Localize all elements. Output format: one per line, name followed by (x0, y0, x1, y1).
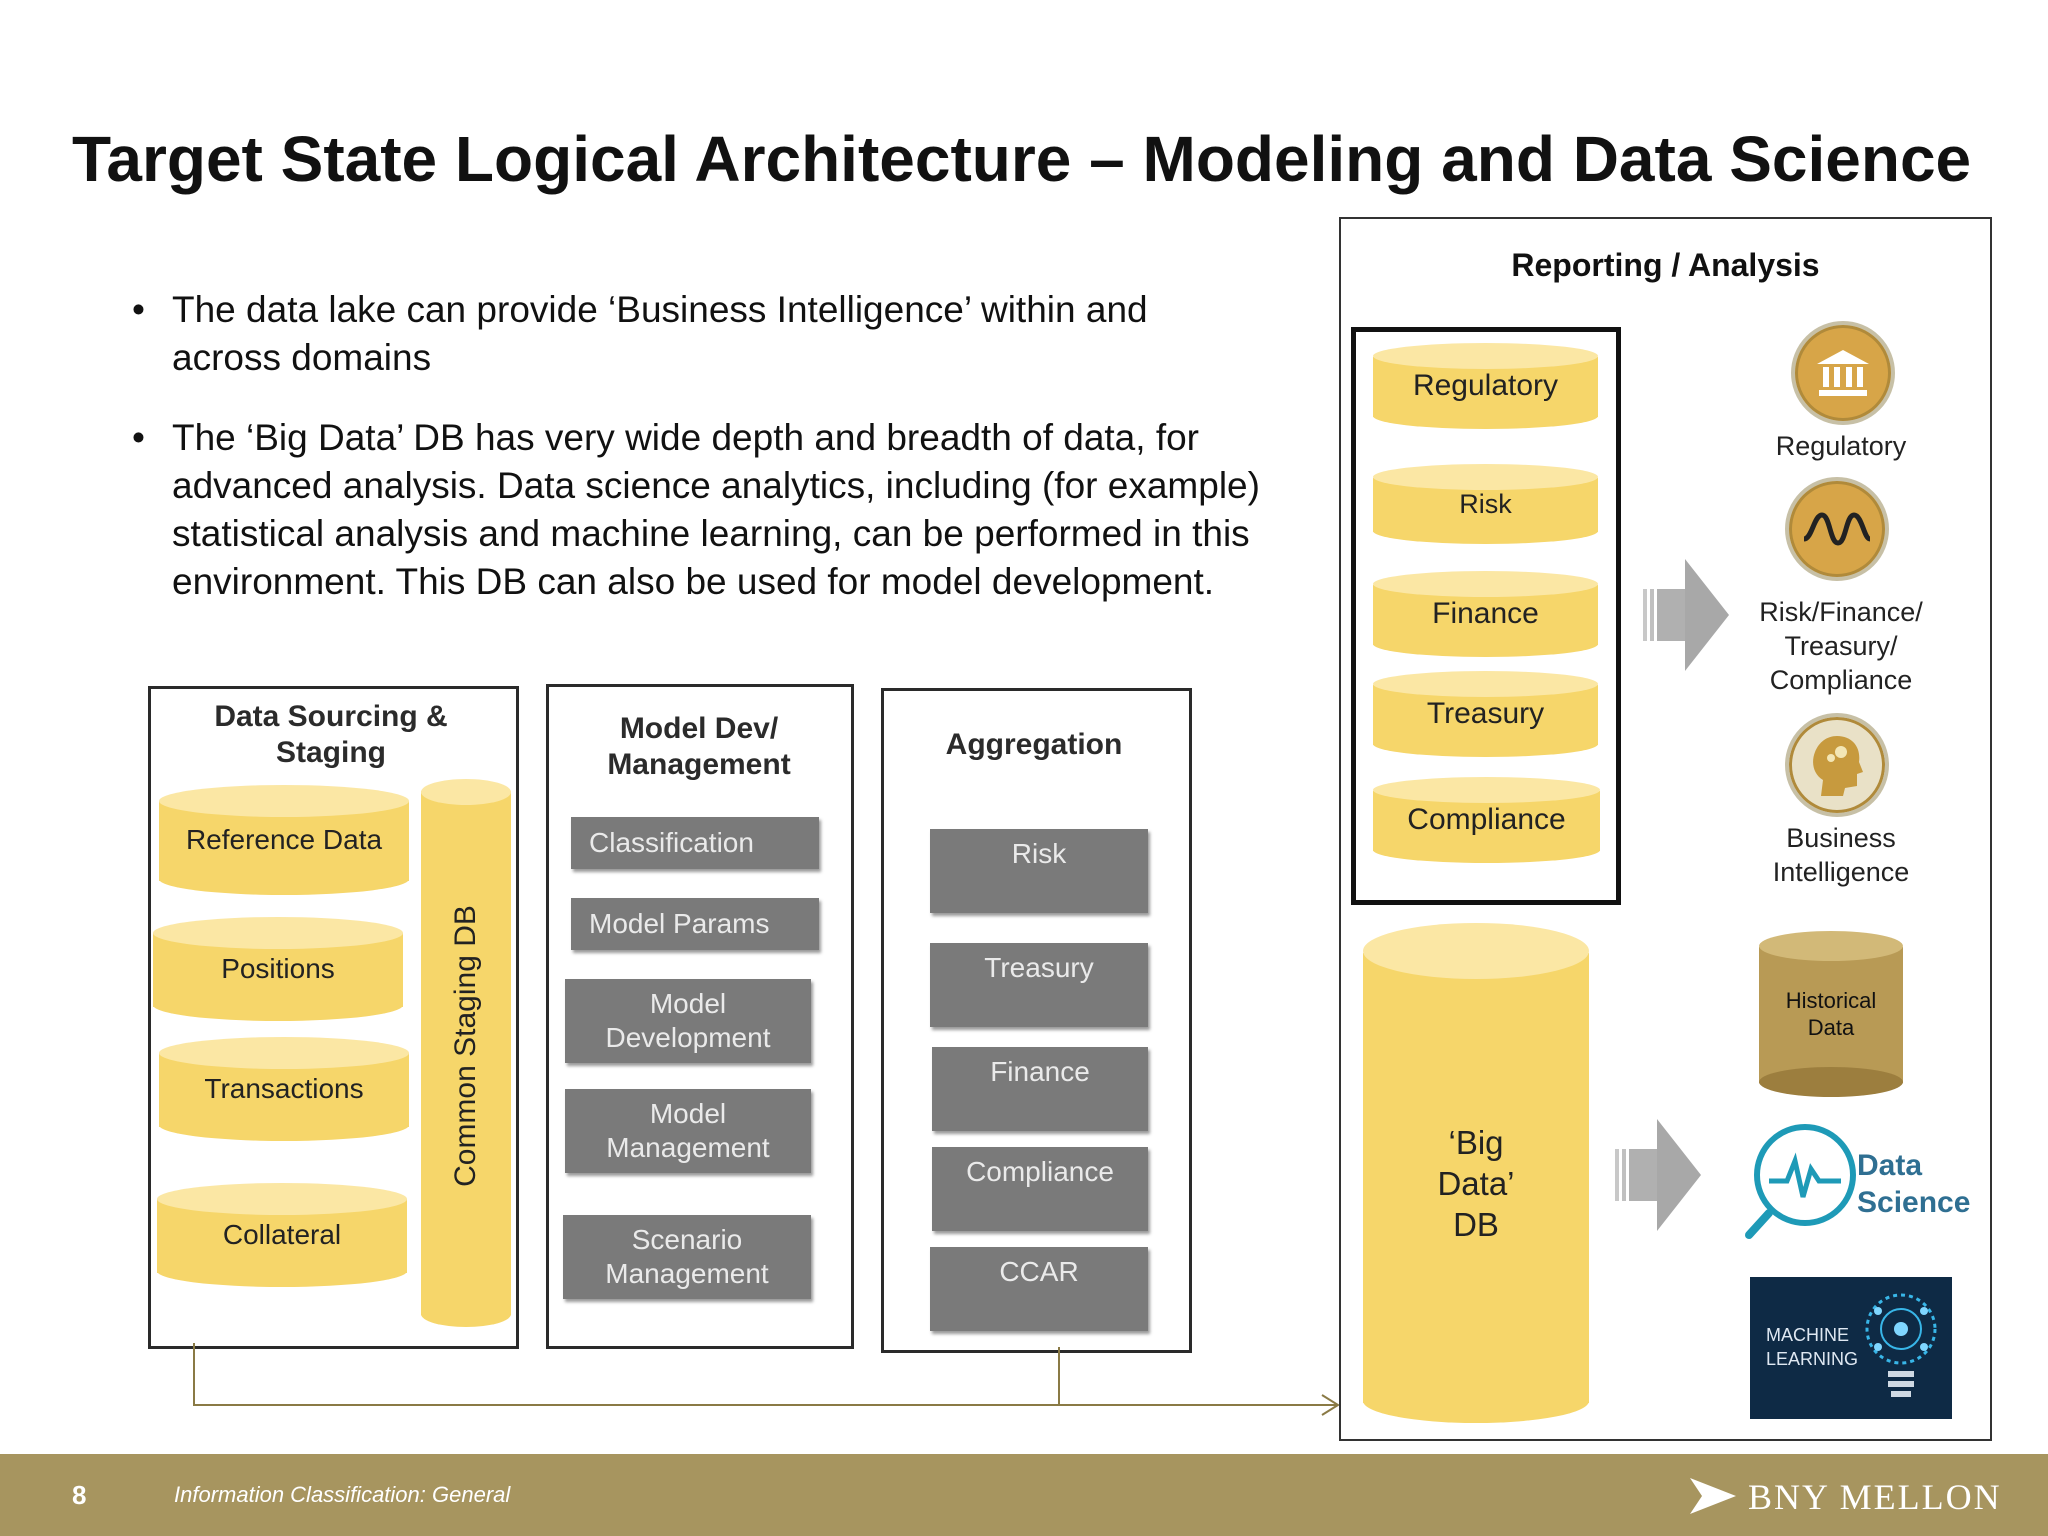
model-params-box: Model Params (571, 898, 819, 950)
bullet-list: • The data lake can provide ‘Business In… (132, 286, 1332, 638)
machine-learning-label: MACHINE LEARNING (1766, 1325, 1859, 1369)
mart-finance-cylinder: Finance (1373, 571, 1598, 657)
data-science-label: Data Science (1857, 1149, 1971, 1219)
reporting-title: Reporting / Analysis (1511, 247, 1820, 283)
scenario-management-box: Scenario Management (563, 1215, 811, 1299)
agg-risk-box: Risk (930, 829, 1148, 913)
bny-logo-icon (1690, 1478, 1736, 1514)
mart-compliance-label: Compliance (1407, 803, 1566, 836)
data-sourcing-title: Data Sourcing & Staging (214, 700, 448, 769)
historical-data-label: Historical Data (1785, 988, 1877, 1040)
mart-regulatory-label: Regulatory (1412, 369, 1559, 402)
model-management-box: Model Management (565, 1089, 811, 1173)
arrow-right-icon (1615, 1119, 1701, 1231)
bank-icon (1791, 321, 1895, 425)
head-icon (1785, 713, 1889, 817)
machine-learning-image: MACHINE LEARNING (1750, 1277, 1952, 1419)
lightbulb-icon (1865, 1293, 1937, 1397)
mart-risk-cylinder: Risk (1373, 464, 1598, 544)
collateral-label: Collateral (222, 1219, 342, 1250)
agg-compliance-box: Compliance (932, 1147, 1148, 1231)
big-data-db-cylinder: ‘Big Data’ DB (1363, 923, 1589, 1423)
bullet-item: • The data lake can provide ‘Business In… (132, 286, 1332, 382)
model-dev-title: Model Dev/ Management (607, 712, 791, 781)
mart-risk-label: Risk (1459, 488, 1512, 519)
data-sourcing-panel: Data Sourcing & Staging Reference Data P… (148, 686, 519, 1349)
consumer-bi-label: Business Intelligence (1772, 823, 1910, 887)
transactions-cylinder: Transactions (159, 1037, 409, 1141)
model-dev-panel: Model Dev/ Management Classification Mod… (546, 684, 854, 1349)
agg-treasury-box: Treasury (930, 943, 1148, 1027)
bullet-symbol: • (132, 289, 145, 330)
page-title: Target State Logical Architecture – Mode… (72, 123, 1972, 195)
agg-ccar-box: CCAR (930, 1247, 1148, 1331)
mart-treasury-label: Treasury (1426, 697, 1545, 730)
positions-cylinder: Positions (153, 917, 403, 1021)
bullet-symbol: • (132, 417, 145, 458)
transactions-label: Transactions (204, 1073, 364, 1104)
bullet-text: The ‘Big Data’ DB has very wide depth an… (172, 417, 1260, 602)
common-staging-db-cylinder: Common Staging DB (421, 779, 511, 1327)
page-number: 8 (72, 1480, 87, 1510)
mart-compliance-cylinder: Compliance (1373, 777, 1600, 863)
arrow-right-icon (1643, 559, 1729, 671)
bullet-item: • The ‘Big Data’ DB has very wide depth … (132, 414, 1332, 606)
waveform-icon (1785, 477, 1889, 581)
model-development-box: Model Development (565, 979, 811, 1063)
reporting-panel: Reporting / Analysis Regulatory Risk Fin… (1339, 217, 1992, 1441)
aggregation-title: Aggregation (945, 728, 1123, 761)
data-marts-box (1351, 327, 1621, 905)
data-science-icon (1745, 1124, 1856, 1239)
consumer-regulatory-label: Regulatory (1775, 431, 1907, 461)
brand-name: BNY MELLON (1748, 1477, 2002, 1517)
collateral-cylinder: Collateral (157, 1183, 407, 1287)
aggregation-panel: Aggregation Risk Treasury Finance Compli… (881, 688, 1192, 1353)
classification-box: Classification (571, 817, 819, 869)
agg-finance-box: Finance (932, 1047, 1148, 1131)
reference-data-label: Reference Data (185, 824, 383, 855)
big-data-db-label: ‘Big Data’ DB (1437, 1123, 1515, 1243)
bullet-text: The data lake can provide ‘Business Inte… (172, 289, 1148, 378)
footer-bar: 8 Information Classification: General BN… (0, 1454, 2048, 1536)
mart-regulatory-cylinder: Regulatory (1373, 343, 1598, 429)
mart-treasury-cylinder: Treasury (1373, 671, 1598, 757)
positions-label: Positions (221, 953, 335, 984)
historical-data-cylinder: Historical Data (1759, 931, 1903, 1097)
mart-finance-label: Finance (1432, 597, 1539, 630)
classification-label: Information Classification: General (174, 1482, 511, 1507)
reference-data-cylinder: Reference Data (159, 785, 409, 895)
consumer-risk-finance-label: Risk/Finance/ Treasury/ Compliance (1759, 597, 1923, 695)
